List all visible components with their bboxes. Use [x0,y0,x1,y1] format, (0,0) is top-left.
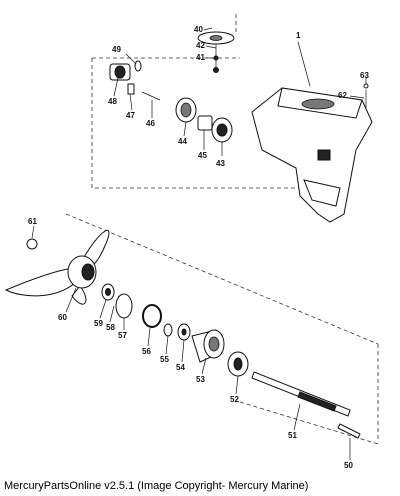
shaft-pins [127,83,161,101]
callout-51: 51 [288,431,297,440]
callout-59: 59 [94,319,103,328]
callout-45: 45 [198,151,207,160]
callout-57: 57 [118,331,127,340]
propeller-shaft [251,371,351,417]
callout-54: 54 [176,363,185,372]
callout-55: 55 [160,355,169,364]
bearing-retainer [115,293,133,319]
callout-1: 1 [296,31,301,40]
callout-49: 49 [112,45,121,54]
callout-41: 41 [196,53,205,62]
callout-60: 60 [58,313,67,322]
callout-63: 63 [360,71,369,80]
callout-46: 46 [146,119,155,128]
gear-housing [251,87,373,223]
callout-48: 48 [108,97,117,106]
callout-52: 52 [230,395,239,404]
forward-gear-assembly [175,97,233,143]
copyright-footer: MercuryPartsOnline v2.5.1 (Image Copyrig… [4,480,309,492]
drive-gear-group [109,60,142,81]
bearing-carrier [191,329,225,363]
callout-61: 61 [28,217,37,226]
exploded-parts-diagram: 1 40 42 41 49 48 47 46 44 45 43 63 62 61… [4,14,379,470]
reverse-gear [227,351,249,377]
propeller-nut [26,238,38,250]
seals [163,323,191,341]
callout-42: 42 [196,41,205,50]
callout-43: 43 [216,159,225,168]
callout-53: 53 [196,375,205,384]
callout-44: 44 [178,137,187,146]
callout-40: 40 [194,25,203,34]
o-ring [142,304,162,328]
callout-47: 47 [126,111,135,120]
leader-lines [31,27,367,460]
callout-56: 56 [142,347,151,356]
callout-62: 62 [338,91,347,100]
propeller [4,229,110,305]
callout-50: 50 [344,461,353,470]
callout-58: 58 [106,323,115,332]
callout-labels: 1 40 42 41 49 48 47 46 44 45 43 63 62 61… [28,25,369,470]
screw-washer [363,83,369,108]
cam-follower [337,423,361,439]
